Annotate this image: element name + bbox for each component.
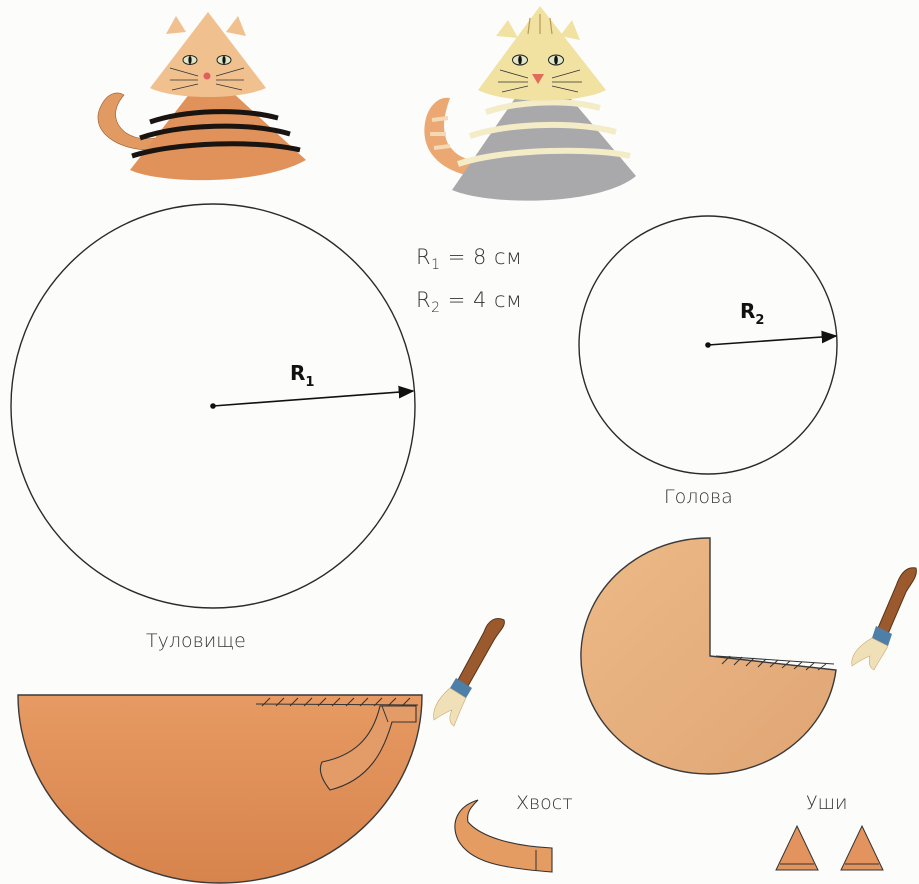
head-sector-shape — [580, 537, 837, 775]
formula-r2: R2 = 4 см — [416, 288, 523, 317]
caption-tail: Хвост — [516, 792, 573, 814]
orange-cat-icon — [97, 12, 306, 181]
body-circle-template: R1 — [10, 203, 416, 609]
formula-r1: R1 = 8 см — [416, 245, 523, 274]
paint-brush-icon — [851, 567, 917, 671]
tail-shape — [454, 799, 553, 873]
head-circle-template: R2 — [578, 215, 838, 475]
caption-head: Голова — [664, 486, 733, 508]
caption-body: Туловище — [146, 630, 246, 652]
radius-r2-arrow — [707, 330, 838, 346]
paint-brush-icon — [433, 618, 505, 727]
caption-ears: Уши — [806, 792, 848, 814]
body-half-circle-shape — [17, 694, 423, 884]
grey-cat-icon — [424, 6, 636, 201]
radius-r1-arrow — [212, 385, 415, 407]
ear-template-icon — [775, 824, 884, 871]
radius-r2-label: R2 — [740, 299, 764, 328]
radius-r1-label: R1 — [290, 361, 314, 390]
